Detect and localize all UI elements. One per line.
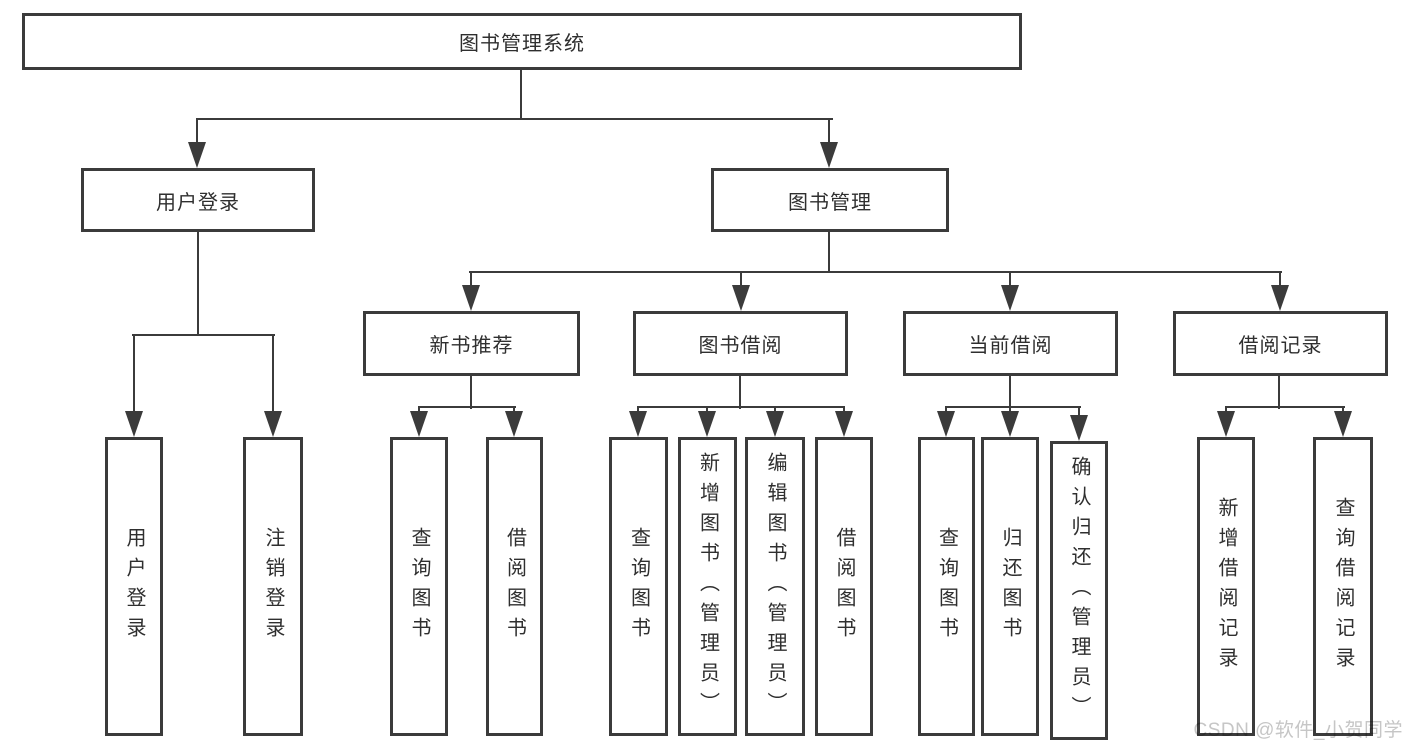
node-current-borrow: 当前借阅	[903, 311, 1118, 376]
arrow-down-icon	[410, 411, 428, 437]
connector-drop	[706, 406, 708, 413]
connector-book-borrow-stem	[739, 376, 741, 409]
leaf-query-books-current-label: 查询图书	[935, 526, 958, 647]
connector-drop	[1342, 406, 1344, 413]
leaf-logout: 注销登录	[243, 437, 303, 736]
connector-drop	[1225, 406, 1227, 413]
leaf-return-books-label: 归还图书	[999, 526, 1021, 647]
arrow-down-icon	[698, 411, 716, 437]
node-current-borrow-label: 当前借阅	[968, 335, 1053, 357]
node-root-label: 图书管理系统	[459, 33, 585, 55]
connector-drop	[1009, 406, 1011, 413]
leaf-borrow-books-label: 借阅图书	[833, 526, 855, 647]
connector-current-borrow-branch	[945, 406, 1081, 408]
connector-drop-borrow-records	[1279, 271, 1281, 287]
leaf-query-books-borrow-label: 查询图书	[627, 526, 650, 647]
connector-drop-leaf-logout	[272, 334, 274, 413]
node-user-login-label: 用户登录	[156, 191, 240, 214]
connector-book-management-stem	[828, 232, 830, 273]
connector-user-login-stem	[197, 232, 199, 336]
node-new-book-recommend: 新书推荐	[363, 311, 580, 376]
connector-borrow-records-stem	[1278, 376, 1280, 409]
arrow-down-icon	[1271, 285, 1289, 311]
connector-drop	[1078, 406, 1080, 417]
leaf-add-books-admin-label: 新增图书（管理员）	[696, 451, 719, 722]
leaf-add-borrow-record: 新增借阅记录	[1197, 437, 1255, 736]
connector-drop	[513, 406, 515, 413]
arrow-down-icon	[188, 142, 206, 168]
arrow-down-icon	[462, 285, 480, 311]
leaf-return-books: 归还图书	[981, 437, 1039, 736]
arrow-down-icon	[766, 411, 784, 437]
arrow-down-icon	[125, 411, 143, 437]
connector-drop	[418, 406, 420, 413]
connector-drop-user-login	[196, 118, 198, 144]
leaf-logout-label: 注销登录	[262, 526, 284, 647]
connector-new-book-stem	[470, 376, 472, 409]
csdn-watermark: CSDN @软件_小贺同学	[1193, 720, 1403, 741]
leaf-query-books-recommend: 查询图书	[390, 437, 448, 736]
leaf-add-books-admin: 新增图书（管理员）	[678, 437, 737, 736]
connector-drop-book-borrow	[740, 271, 742, 287]
leaf-query-borrow-record-label: 查询借阅记录	[1332, 496, 1354, 677]
connector-level2-branch	[196, 118, 833, 120]
connector-drop-book-management	[828, 118, 830, 144]
connector-borrow-records-branch	[1225, 406, 1345, 408]
leaf-edit-books-admin: 编辑图书（管理员）	[745, 437, 805, 736]
arrow-down-icon	[937, 411, 955, 437]
connector-new-book-branch	[418, 406, 516, 408]
arrow-down-icon	[629, 411, 647, 437]
arrow-down-icon	[1001, 411, 1019, 437]
connector-drop	[637, 406, 639, 413]
leaf-query-books-current: 查询图书	[918, 437, 975, 736]
leaf-user-login-label: 用户登录	[123, 526, 145, 647]
connector-current-borrow-stem	[1009, 376, 1011, 409]
leaf-confirm-return-admin-label: 确认归还（管理员）	[1068, 455, 1090, 726]
node-book-borrow: 图书借阅	[633, 311, 848, 376]
node-new-book-recommend-label: 新书推荐	[429, 335, 514, 357]
node-book-management: 图书管理	[711, 168, 949, 232]
arrow-down-icon	[505, 411, 523, 437]
arrow-down-icon	[835, 411, 853, 437]
leaf-query-borrow-record: 查询借阅记录	[1313, 437, 1373, 736]
arrow-down-icon	[264, 411, 282, 437]
leaf-query-books-recommend-label: 查询图书	[408, 526, 430, 647]
node-book-management-label: 图书管理	[788, 191, 872, 214]
leaf-borrow-books-recommend-label: 借阅图书	[503, 526, 526, 647]
arrow-down-icon	[732, 285, 750, 311]
node-user-login: 用户登录	[81, 168, 315, 232]
arrow-down-icon	[1070, 415, 1088, 441]
arrow-down-icon	[1334, 411, 1352, 437]
connector-drop	[843, 406, 845, 413]
leaf-query-books-borrow: 查询图书	[609, 437, 668, 736]
connector-user-login-branch	[132, 334, 275, 336]
connector-drop	[774, 406, 776, 413]
node-root: 图书管理系统	[22, 13, 1022, 70]
connector-drop-leaf-user-login	[133, 334, 135, 413]
node-book-borrow-label: 图书借阅	[698, 335, 783, 357]
connector-root-stem	[520, 70, 522, 119]
leaf-borrow-books-recommend: 借阅图书	[486, 437, 543, 736]
connector-drop	[945, 406, 947, 413]
leaf-borrow-books: 借阅图书	[815, 437, 873, 736]
arrow-down-icon	[1001, 285, 1019, 311]
leaf-edit-books-admin-label: 编辑图书（管理员）	[764, 451, 786, 722]
connector-drop-new-book	[470, 271, 472, 287]
leaf-add-borrow-record-label: 新增借阅记录	[1215, 496, 1237, 677]
connector-drop-current-borrow	[1009, 271, 1011, 287]
arrow-down-icon	[1217, 411, 1235, 437]
arrow-down-icon	[820, 142, 838, 168]
node-borrow-records-label: 借阅记录	[1238, 335, 1323, 357]
connector-book-borrow-branch	[637, 406, 845, 408]
connector-level3-branch	[469, 271, 1282, 273]
node-borrow-records: 借阅记录	[1173, 311, 1388, 376]
leaf-confirm-return-admin: 确认归还（管理员）	[1050, 441, 1108, 740]
leaf-user-login: 用户登录	[105, 437, 163, 736]
